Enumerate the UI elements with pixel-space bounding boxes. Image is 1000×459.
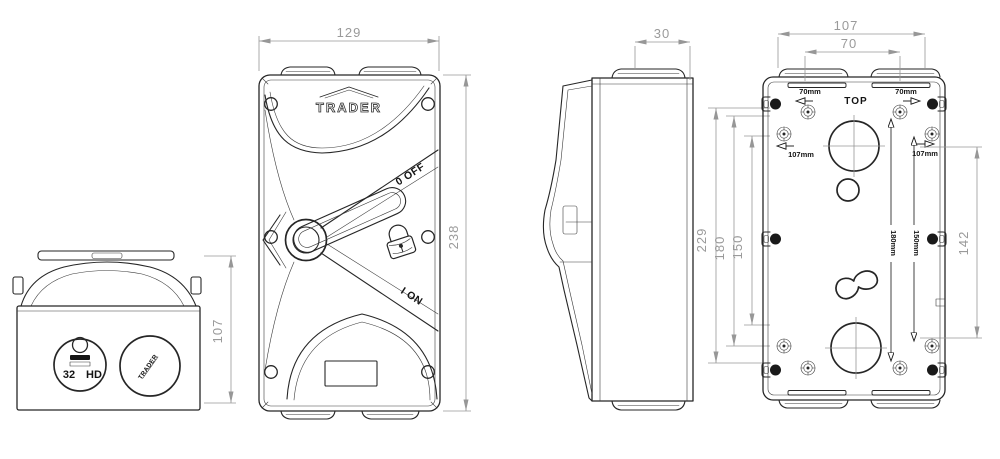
knockout-stamp-text: TRADER <box>137 353 159 381</box>
top-orientation-label: TOP <box>844 96 867 107</box>
lid-moulding-curves <box>262 85 438 401</box>
switch-on-label: I ON <box>398 285 424 308</box>
internal-vertical-dims: 180mm 150mm <box>889 119 921 361</box>
keyhole-slot <box>835 270 879 300</box>
dimension-back-side: 142 <box>920 146 982 339</box>
switch-handle <box>284 187 407 262</box>
rating-label-plate <box>324 360 378 387</box>
slot-spacing-notes: 70mm 70mm <box>795 87 921 105</box>
socket-type-label: HD <box>86 369 102 381</box>
fixing-arrow-right <box>916 140 935 148</box>
slot-note-right: 70mm <box>895 87 917 96</box>
dim-30: 30 <box>654 26 670 41</box>
lid-latch <box>562 205 578 235</box>
dimension-end-height: 107 <box>204 255 236 404</box>
brand-logo-text: TRADER <box>316 100 382 115</box>
end-view: 32 HD TRADER 107 <box>12 250 236 411</box>
end-view-lid <box>12 250 202 307</box>
mounting-dimensions: 229 180 150 <box>694 107 770 364</box>
dimension-front-width: 129 <box>258 25 440 71</box>
dimension-slot-centres: 70 <box>804 36 901 81</box>
dim-142: 142 <box>956 231 971 256</box>
socket-knockout: 32 HD <box>53 336 107 392</box>
back-enclosure-outline <box>762 76 946 401</box>
front-view: TRADER 0 OF <box>258 25 471 420</box>
side-view: 30 <box>542 26 694 411</box>
dim-107-end: 107 <box>210 319 225 344</box>
cable-knockout: TRADER <box>119 335 181 397</box>
side-clips <box>761 96 947 378</box>
back-view: TOP 70mm 70mm 107mm 107mm <box>761 18 982 409</box>
slot-note-left: 70mm <box>799 87 821 96</box>
end-view-body <box>16 305 201 411</box>
front-enclosure-outline <box>258 74 441 412</box>
edge-notch <box>935 298 946 307</box>
dim-70: 70 <box>841 36 857 51</box>
dimension-side-depth: 30 <box>634 26 691 80</box>
socket-rating-label: 32 <box>63 369 75 381</box>
side-cable-entries <box>611 68 686 411</box>
back-knockouts <box>823 115 887 379</box>
dim-150: 150 <box>730 235 745 260</box>
fixing-note-right: 107mm <box>912 149 938 158</box>
dim-229: 229 <box>694 228 709 253</box>
dim-238: 238 <box>446 225 461 250</box>
front-lid-screws <box>264 97 435 379</box>
front-cable-entries <box>280 66 422 420</box>
socket-pin-circle <box>71 336 89 354</box>
vertical-note-150: 150mm <box>912 230 921 256</box>
back-cable-entries <box>778 68 941 409</box>
dim-180: 180 <box>712 236 727 261</box>
slot-arrow-right <box>902 97 921 105</box>
padlock-icon <box>386 224 417 260</box>
trader-logo: TRADER <box>316 86 382 115</box>
side-lid-profile <box>542 79 593 402</box>
slot-arrow-left <box>795 97 814 105</box>
socket-standard-bar <box>70 355 90 360</box>
dimension-back-width: 107 <box>777 18 926 68</box>
dim-129: 129 <box>337 25 362 40</box>
fixing-note-left: 107mm <box>788 150 814 159</box>
dim-107-back: 107 <box>834 18 859 33</box>
fixing-arrow-left <box>776 142 795 150</box>
fixing-slots <box>787 82 931 396</box>
vertical-note-180: 180mm <box>889 230 898 256</box>
fixing-spacing-notes: 107mm 107mm <box>776 140 938 159</box>
side-body <box>591 77 694 402</box>
dimension-front-height: 238 <box>443 74 471 412</box>
